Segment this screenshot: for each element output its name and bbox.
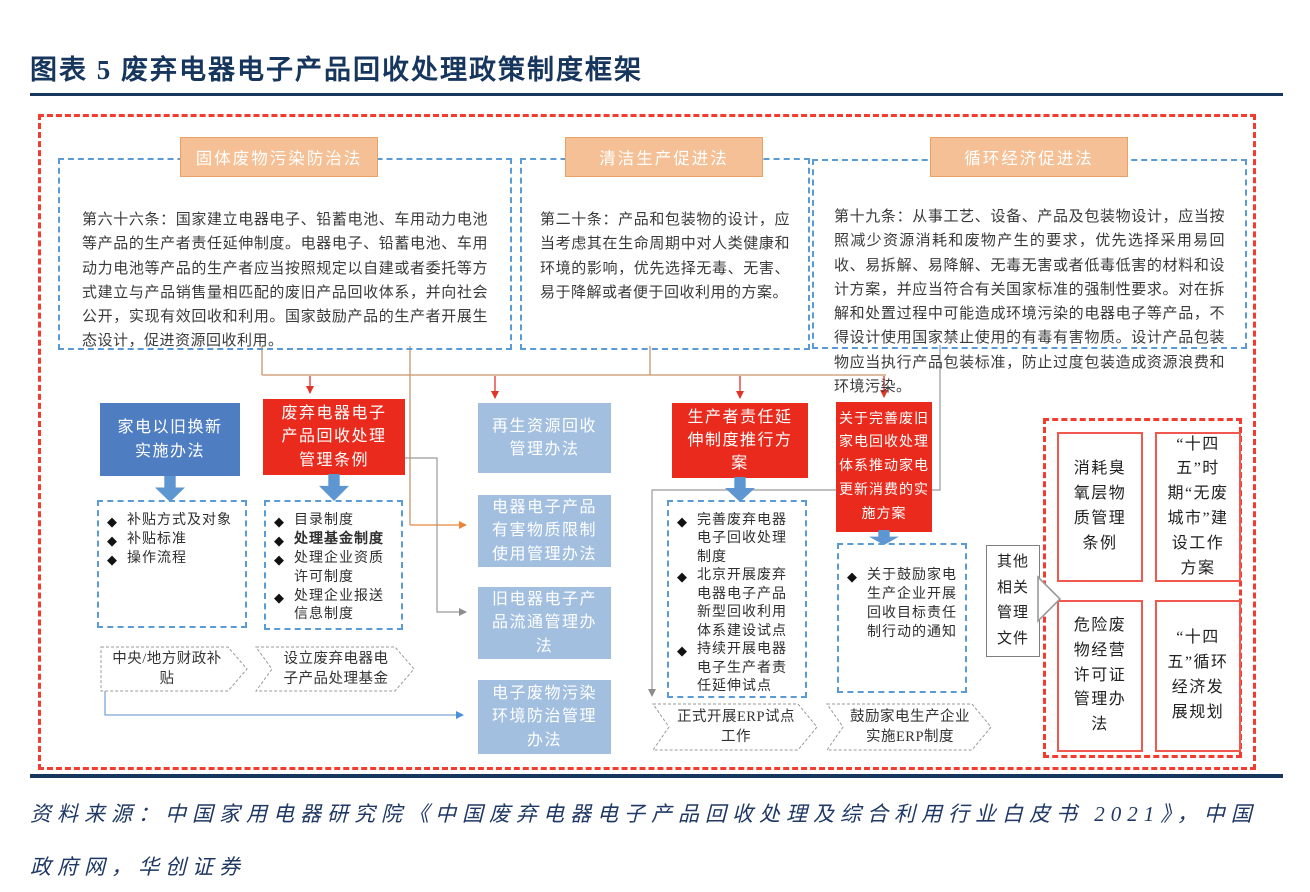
measure-ewaste-pollution: 电子废物污染环境防治管理办法	[478, 680, 611, 754]
policy-epr-plan: 生产者责任延伸制度推行方案	[672, 403, 808, 478]
law-group-circular-economy: 第十九条：从事工艺、设备、产品及包装物设计，应当按照减少资源消耗和废物产生的要求…	[812, 159, 1247, 395]
bullet-diamond-icon: ◆	[107, 514, 118, 529]
source-note: 资料来源：中国家用电器研究院《中国废弃电器电子产品回收处理及综合利用行业白皮书 …	[30, 802, 1258, 879]
measure-hazardous-substance: 电器电子产品有害物质限制使用管理办法	[478, 495, 611, 567]
measure-old-appliance-circulation: 旧电器电子产品流通管理办法	[478, 587, 611, 659]
bullets-update-consumption: ◆ 关于鼓励家电生产企业开展回收目标责任制行动的通知	[837, 543, 967, 693]
bullet-item: 处理企业报送信息制度	[294, 588, 384, 623]
policy-home-appliance-swap: 家电以旧换新实施办法	[100, 403, 240, 476]
other-docs-label: 其他相关管理文件	[996, 554, 1029, 647]
policy-weee-regulation: 废弃电器电子产品回收处理管理条例	[263, 399, 405, 475]
doc-hazardous-waste-license: 危险废物经营许可证管理办法	[1057, 600, 1143, 752]
law-connector-tan	[261, 346, 886, 525]
doc-ozone-regulation: 消耗臭氧层物质管理条例	[1057, 432, 1143, 582]
process-arrow-fiscal-subsidy: 中央/地方财政补贴	[100, 646, 248, 692]
process-arrow-label: 鼓励家电生产企业实施ERP制度	[850, 708, 970, 745]
process-arrow-fund: 设立废弃电器电子产品处理基金	[255, 646, 415, 692]
policy-renewable-resources: 再生资源回收管理办法	[478, 403, 611, 473]
arrow-to-old-appliance-circulation	[405, 457, 467, 616]
bullet-item: 操作流程	[127, 550, 187, 566]
process-arrow-label: 中央/地方财政补贴	[112, 650, 222, 687]
bullets-home-appliance-swap: ◆ 补贴方式及对象 ◆ 补贴标准 ◆ 操作流程	[97, 500, 247, 628]
bullet-diamond-icon: ◆	[274, 589, 285, 605]
bullets-epr-plan: ◆ 完善废弃电器电子回收处理制度 ◆ 北京开展废弃电器电子产品新型回收利用体系建设试…	[667, 500, 807, 698]
other-docs-box: 其他相关管理文件	[986, 545, 1040, 657]
bullet-diamond-icon: ◆	[274, 514, 285, 529]
bullet-diamond-icon: ◆	[677, 569, 688, 585]
process-arrow-label: 设立废弃电器电子产品处理基金	[283, 650, 389, 687]
law-to-policy-arrows	[306, 376, 888, 399]
bullet-item: 关于鼓励家电生产企业开展回收目标责任制行动的通知	[867, 568, 957, 640]
bullet-item: 目录制度	[294, 513, 354, 528]
process-arrow-erp-system: 鼓励家电生产企业实施ERP制度	[826, 703, 992, 751]
bullet-item: 补贴方式及对象	[127, 513, 232, 528]
law-body-circular-economy: 第十九条：从事工艺、设备、产品及包装物设计，应当按照减少资源消耗和废物产生的要求…	[834, 209, 1225, 396]
bullet-item: 处理基金制度	[294, 531, 384, 547]
policy-update-consumption-plan: 关于完善废旧家电回收处理体系推动家电更新消费的实施方案	[836, 402, 932, 532]
law-group-clean-production: 第二十条：产品和包装物的设计，应当考虑其在生命周期中对人类健康和环境的影响，优先…	[520, 158, 810, 350]
bullet-item: 补贴标准	[127, 531, 187, 547]
right-chevron-arrow-icon	[1037, 575, 1062, 623]
doc-circular-economy-plan: “十四五”循环经济发展规划	[1155, 600, 1241, 752]
circular-economy-connector	[648, 345, 941, 697]
bullet-diamond-icon: ◆	[274, 551, 285, 567]
law-header-clean-production: 清洁生产促进法	[565, 137, 763, 177]
bullet-diamond-icon: ◆	[677, 643, 688, 659]
law-group-solid-waste: 第六十六条：国家建立电器电子、铅蓄电池、车用动力电池等产品的生产者责任延伸制度。…	[58, 158, 512, 350]
law-body-solid-waste: 第六十六条：国家建立电器电子、铅蓄电池、车用动力电池等产品的生产者责任延伸制度。…	[82, 212, 488, 350]
title-underline	[30, 93, 1283, 96]
bullet-diamond-icon: ◆	[274, 532, 285, 548]
bullet-item: 持续开展电器电子生产者责任延伸试点	[697, 642, 787, 695]
process-arrow-erp-pilot: 正式开展ERP试点工作	[652, 703, 818, 751]
figure-title: 图表 5 废弃电器电子产品回收处理政策制度框架	[30, 55, 643, 85]
bullet-diamond-icon: ◆	[107, 532, 118, 548]
law-header-circular-economy: 循环经济促进法	[930, 137, 1128, 177]
process-arrow-label: 正式开展ERP试点工作	[676, 708, 796, 745]
bullet-item: 完善废弃电器电子回收处理制度	[697, 513, 787, 565]
bullet-item: 北京开展废弃电器电子产品新型回收利用体系建设试点	[697, 568, 787, 639]
outer-dashed-frame	[38, 114, 1256, 770]
law-header-solid-waste: 固体废物污染防治法	[180, 137, 378, 177]
bottom-rule	[30, 774, 1283, 778]
doc-no-waste-city-plan: “十四五”时期“无废城市”建设工作方案	[1155, 432, 1241, 582]
law-body-clean-production: 第二十条：产品和包装物的设计，应当考虑其在生命周期中对人类健康和环境的影响，优先…	[540, 212, 790, 301]
bullet-item: 处理企业资质许可制度	[294, 550, 384, 585]
bullets-weee-regulation: ◆ 目录制度 ◆ 处理基金制度 ◆ 处理企业资质许可制度 ◆ 处理企业报送信息制度	[264, 500, 403, 630]
bullet-diamond-icon: ◆	[847, 569, 858, 584]
bullet-diamond-icon: ◆	[677, 514, 688, 529]
bullet-diamond-icon: ◆	[107, 551, 118, 567]
